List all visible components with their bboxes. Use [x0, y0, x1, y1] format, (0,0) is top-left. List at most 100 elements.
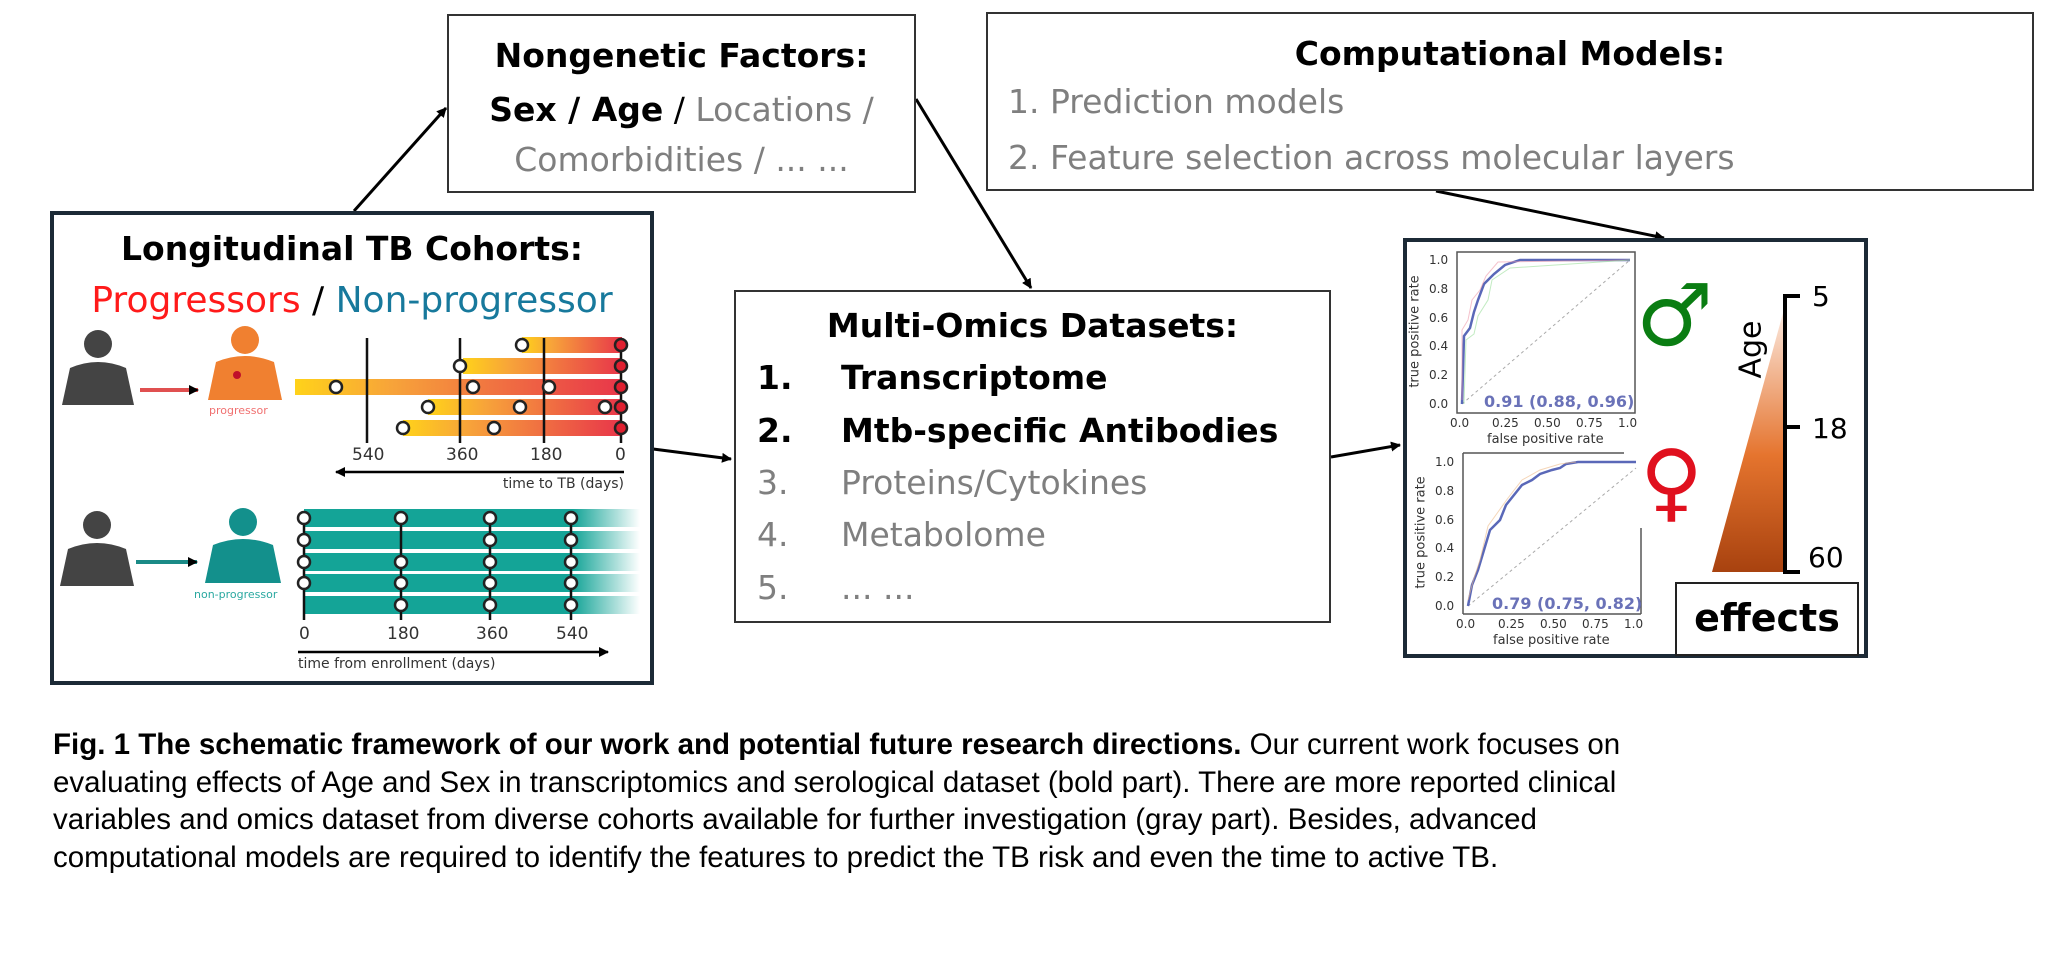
- caption-line-3: variables and omics dataset from diverse…: [53, 803, 1537, 836]
- roc-y-label: true positive rate: [1407, 275, 1423, 388]
- female-symbol-icon: ♀: [1640, 432, 1703, 532]
- sample-point: [486, 420, 502, 436]
- sex-age-label: Sex / Age: [489, 90, 664, 129]
- roc-x-tick: 0.0: [1456, 617, 1476, 631]
- multi-omics-box: Multi-Omics Datasets:: [734, 290, 1331, 623]
- sample-point: [613, 358, 629, 374]
- sample-point: [563, 554, 579, 570]
- roc-x-label: false positive rate: [1487, 432, 1604, 447]
- comorbidities-label: Comorbidities / ... ...: [514, 140, 849, 179]
- progressor-sample-bar: [403, 420, 622, 436]
- omics-item-4-label: Metabolome: [841, 515, 1046, 554]
- figure-caption: Fig. 1 The schematic framework of our wo…: [53, 726, 1620, 876]
- roc-x-tick: 0.0: [1450, 416, 1470, 430]
- sample-point: [563, 597, 579, 613]
- sample-point: [563, 510, 579, 526]
- roc-curve-male: [1460, 258, 1630, 405]
- progressor-tick-180: 180: [530, 445, 563, 465]
- enroll-tick-540: 540: [556, 624, 589, 644]
- sample-point: [465, 379, 481, 395]
- non-progressor-sample-bar: [304, 531, 640, 549]
- non-progressor-sample-bar: [304, 596, 640, 614]
- healthy-person-icon: [62, 330, 134, 405]
- nongenetic-line1: Sex / Age / Locations /: [449, 90, 914, 129]
- sample-point: [393, 554, 409, 570]
- roc-y-tick: 0.4: [1435, 541, 1455, 556]
- sample-point: [420, 399, 436, 415]
- time-from-enrollment-label: time from enrollment (days): [298, 656, 496, 672]
- caption-line-1: Our current work focuses on: [1241, 728, 1621, 761]
- omics-item-4-number: 4.: [757, 515, 789, 554]
- nongenetic-title: Nongenetic Factors:: [494, 36, 869, 75]
- cohorts-title: Longitudinal TB Cohorts:: [121, 229, 583, 268]
- roc-x-tick: 0.50: [1534, 416, 1561, 430]
- sample-point: [597, 399, 613, 415]
- age-scale-bar: [1783, 294, 1800, 574]
- roc-y-tick: 0.2: [1435, 570, 1455, 585]
- age-gradient-triangle: [1712, 313, 1783, 572]
- progressor-sample-bar: [522, 337, 622, 353]
- age-label: Age: [1733, 320, 1769, 379]
- sample-point: [296, 575, 312, 591]
- arrow-computational-to-effects: [1435, 189, 1665, 242]
- sample-point: [395, 420, 411, 436]
- non-progressor-sample-bar: [304, 553, 640, 571]
- omics-item-1-label: Transcriptome: [841, 358, 1108, 397]
- sample-point: [328, 379, 344, 395]
- healthy-person-icon: [60, 511, 134, 586]
- sample-point: [482, 575, 498, 591]
- caption-title: Fig. 1 The schematic framework of our wo…: [53, 728, 1242, 761]
- sample-point: [393, 575, 409, 591]
- effects-label: effects: [1694, 596, 1840, 640]
- progressor-icon-label: progressor: [209, 404, 268, 417]
- progressor-person-icon: [208, 326, 282, 400]
- non-progressor-person-icon: [205, 508, 281, 583]
- locations-label: Locations /: [695, 90, 874, 129]
- sample-point: [482, 532, 498, 548]
- roc-x-tick: 0.25: [1492, 416, 1519, 430]
- separator: /: [663, 90, 696, 129]
- roc-x-tick: 0.75: [1576, 416, 1603, 430]
- roc-x-tick: 0.50: [1540, 617, 1567, 631]
- roc-y-tick: 1.0: [1435, 455, 1455, 469]
- effects-panel: [1403, 238, 1868, 658]
- omics-item-3-label: Proteins/Cytokines: [841, 463, 1148, 502]
- age-tick-60: 60: [1808, 541, 1844, 574]
- sample-point: [613, 399, 629, 415]
- sample-point: [452, 358, 468, 374]
- sample-point: [563, 532, 579, 548]
- non-progressor-label: Non-progressor: [335, 280, 613, 321]
- age-tick-5: 5: [1812, 280, 1830, 313]
- roc-x-tick: 0.75: [1582, 617, 1609, 631]
- enroll-tick-0: 0: [299, 624, 310, 644]
- arrow-omics-to-effects: [1330, 441, 1401, 459]
- cohort-groups-line: Progressors / Non-progressor: [50, 280, 654, 321]
- roc-x-label: false positive rate: [1493, 633, 1610, 648]
- roc-y-tick: 0.0: [1429, 397, 1449, 411]
- caption-line-2: evaluating effects of Age and Sex in tra…: [53, 765, 1617, 799]
- computational-models-box: Computational Models: 1. Prediction mode…: [986, 12, 2034, 191]
- omics-item-5-number: 5.: [757, 568, 789, 607]
- roc-y-tick: 0.0: [1435, 599, 1455, 613]
- arrow-nongenetic-to-omics: [914, 98, 1033, 289]
- omics-item-3-number: 3.: [757, 463, 789, 502]
- auc-male: 0.91 (0.88, 0.96): [1484, 392, 1635, 411]
- sample-point: [296, 510, 312, 526]
- roc-chart-male: [1456, 251, 1636, 414]
- computational-item-2: 2. Feature selection across molecular la…: [1008, 138, 1735, 177]
- sample-point: [482, 597, 498, 613]
- sample-point: [613, 379, 629, 395]
- roc-x-tick: 1.0: [1618, 416, 1638, 430]
- arrow-cohorts-to-omics: [652, 447, 732, 463]
- progressor-tick-0: 0: [615, 445, 626, 465]
- progressor-sample-bar: [463, 358, 622, 374]
- auc-female: 0.79 (0.75, 0.82): [1492, 594, 1643, 613]
- non-progressor-sample-bar: [304, 509, 640, 527]
- caption-line-4: computational models are required to ide…: [53, 840, 1499, 874]
- computational-item-1: 1. Prediction models: [1008, 82, 1345, 121]
- progressors-label: Progressors: [91, 280, 301, 321]
- sample-point: [563, 575, 579, 591]
- progressor-sample-bar: [295, 379, 622, 395]
- time-to-tb-label: time to TB (days): [502, 476, 624, 492]
